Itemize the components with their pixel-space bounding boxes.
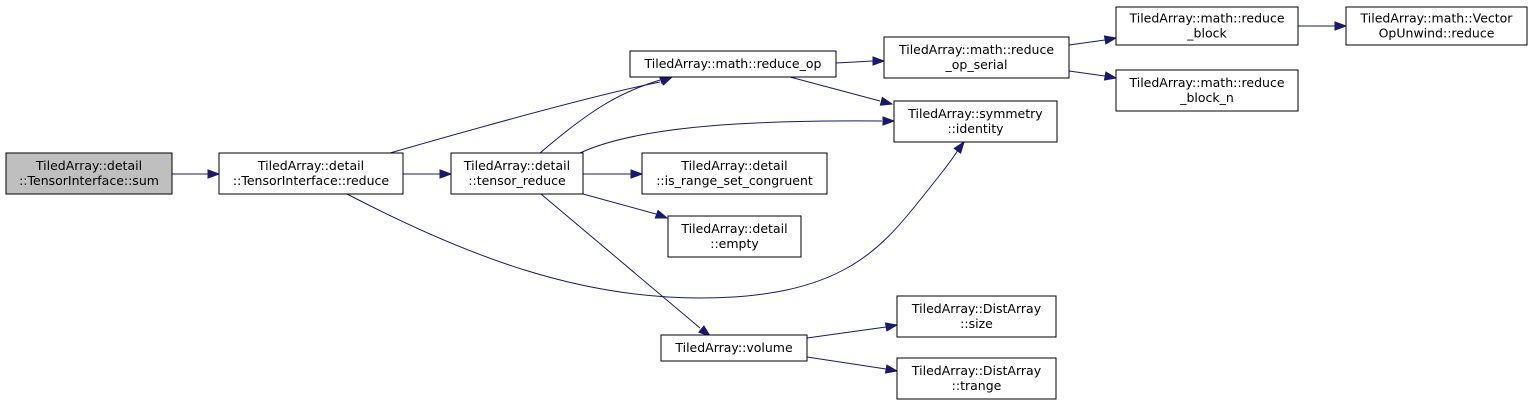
edges [172, 21, 1348, 374]
node-tensor_reduce[interactable]: TiledArray::detail::tensor_reduce [450, 152, 584, 195]
edge-reduce_op-to-reduce_op_serial [835, 56, 886, 66]
node-box [629, 50, 837, 78]
node-reduce_op[interactable]: TiledArray::math::reduce_op [629, 50, 837, 78]
edge-line [835, 60, 874, 64]
edge-reduce_op-to-symmetry_identity [789, 76, 894, 106]
node-empty[interactable]: TiledArray::detail::empty [667, 215, 802, 258]
arrowhead-icon [1103, 35, 1118, 45]
arrowhead-icon [1103, 71, 1118, 81]
node-box [893, 100, 1058, 143]
edge-volume-to-distarray_size [806, 322, 899, 339]
edge-line [582, 193, 657, 215]
node-label-line: TiledArray::volume [674, 340, 793, 355]
node-label-line: TiledArray::detail [463, 158, 570, 173]
node-label-line: ::TensorInterface::sum [19, 173, 159, 188]
edge-line [539, 79, 661, 154]
edge-reduce_block-to-vector_op_unwind [1298, 21, 1348, 31]
node-reduce_op_serial[interactable]: TiledArray::math::reduce_op_serial [883, 36, 1070, 79]
arrowhead-icon [1334, 21, 1348, 31]
edge-tensor_reduce-to-empty [582, 193, 669, 219]
node-box [641, 152, 828, 195]
edge-line [806, 326, 887, 339]
arrowhead-icon [698, 325, 712, 337]
node-label-line: TiledArray::math::reduce [1128, 11, 1284, 26]
node-sum: TiledArray::detail::TensorInterface::sum [5, 152, 173, 195]
arrowhead-icon [884, 364, 899, 374]
node-is_range_set_congruent[interactable]: TiledArray::detail::is_range_set_congrue… [641, 152, 828, 195]
node-ti_reduce[interactable]: TiledArray::detail::TensorInterface::red… [218, 152, 404, 195]
node-label-line: _block [1186, 26, 1227, 41]
arrowhead-icon [953, 140, 965, 155]
node-label-line: TiledArray::symmetry [907, 106, 1043, 121]
edge-line [346, 149, 959, 299]
edge-tensor_reduce-to-reduce_op [539, 75, 673, 154]
node-box [5, 152, 173, 195]
arrowhead-icon [879, 96, 894, 106]
edge-sum-to-ti_reduce [172, 169, 221, 179]
node-label-line: TiledArray::DistArray [911, 301, 1042, 316]
node-label-line: ::trange [952, 378, 1002, 393]
node-symmetry_identity[interactable]: TiledArray::symmetry::identity [893, 100, 1058, 143]
node-box [1115, 6, 1299, 46]
edge-line [1068, 70, 1106, 77]
node-label-line: TiledArray::math::reduce [1128, 75, 1284, 90]
node-box [218, 152, 404, 195]
edge-tensor_reduce-to-symmetry_identity [579, 116, 896, 154]
node-box [450, 152, 584, 195]
node-label-line: TiledArray::detail [680, 158, 787, 173]
edge-line [540, 193, 701, 329]
node-label-line: ::empty [710, 236, 759, 251]
node-label-line: ::identity [947, 121, 1004, 136]
node-box [660, 334, 808, 362]
edge-line [806, 356, 887, 370]
node-box [883, 36, 1070, 79]
arrowhead-icon [439, 169, 453, 179]
node-distarray_trange[interactable]: TiledArray::DistArray::trange [896, 357, 1057, 400]
node-label-line: _block_n [1179, 90, 1234, 105]
node-label-line: TiledArray::detail [35, 158, 142, 173]
node-label-line: _op_serial [944, 57, 1007, 72]
edge-ti_reduce-to-symmetry_identity [346, 140, 965, 299]
node-volume[interactable]: TiledArray::volume [660, 334, 808, 362]
node-box [1115, 69, 1299, 112]
edge-line [389, 81, 661, 154]
nodes: TiledArray::detail::TensorInterface::sum… [5, 6, 1528, 400]
node-box [896, 295, 1057, 338]
node-reduce_block[interactable]: TiledArray::math::reduce_block [1115, 6, 1299, 46]
node-label-line: TiledArray::detail [680, 221, 787, 236]
edge-tensor_reduce-to-is_range_set_congruent [583, 169, 644, 179]
node-label-line: ::is_range_set_congruent [656, 173, 813, 188]
arrowhead-icon [884, 322, 899, 332]
node-label-line: TiledArray::DistArray [911, 363, 1042, 378]
arrowhead-icon [872, 56, 886, 66]
edge-reduce_op_serial-to-reduce_block_n [1068, 70, 1118, 81]
edge-ti_reduce-to-reduce_op [389, 76, 674, 154]
edge-volume-to-distarray_trange [806, 356, 899, 374]
node-label-line: OpUnwind::reduce [1379, 26, 1495, 41]
arrowhead-icon [630, 169, 644, 179]
node-label-line: TiledArray::math::reduce_op [644, 56, 822, 71]
arrowhead-icon [654, 209, 669, 219]
edge-line [1068, 39, 1106, 46]
arrowhead-icon [207, 169, 221, 179]
node-label-line: TiledArray::math::reduce [898, 42, 1054, 57]
edge-line [579, 120, 883, 154]
node-label-line: ::tensor_reduce [468, 173, 566, 188]
node-label-line: ::TensorInterface::reduce [233, 173, 390, 188]
edge-ti_reduce-to-tensor_reduce [403, 169, 453, 179]
arrowhead-icon [882, 116, 896, 126]
node-box [1345, 6, 1528, 46]
node-label-line: TiledArray::detail [257, 158, 364, 173]
node-box [896, 357, 1057, 400]
node-label-line: TiledArray::math::Vector [1360, 11, 1514, 26]
node-distarray_size[interactable]: TiledArray::DistArray::size [896, 295, 1057, 338]
edge-line [789, 76, 881, 102]
edge-tensor_reduce-to-volume [540, 193, 712, 337]
node-box [667, 215, 802, 258]
edge-reduce_op_serial-to-reduce_block [1068, 35, 1118, 46]
node-label-line: ::size [960, 316, 993, 331]
node-reduce_block_n[interactable]: TiledArray::math::reduce_block_n [1115, 69, 1299, 112]
